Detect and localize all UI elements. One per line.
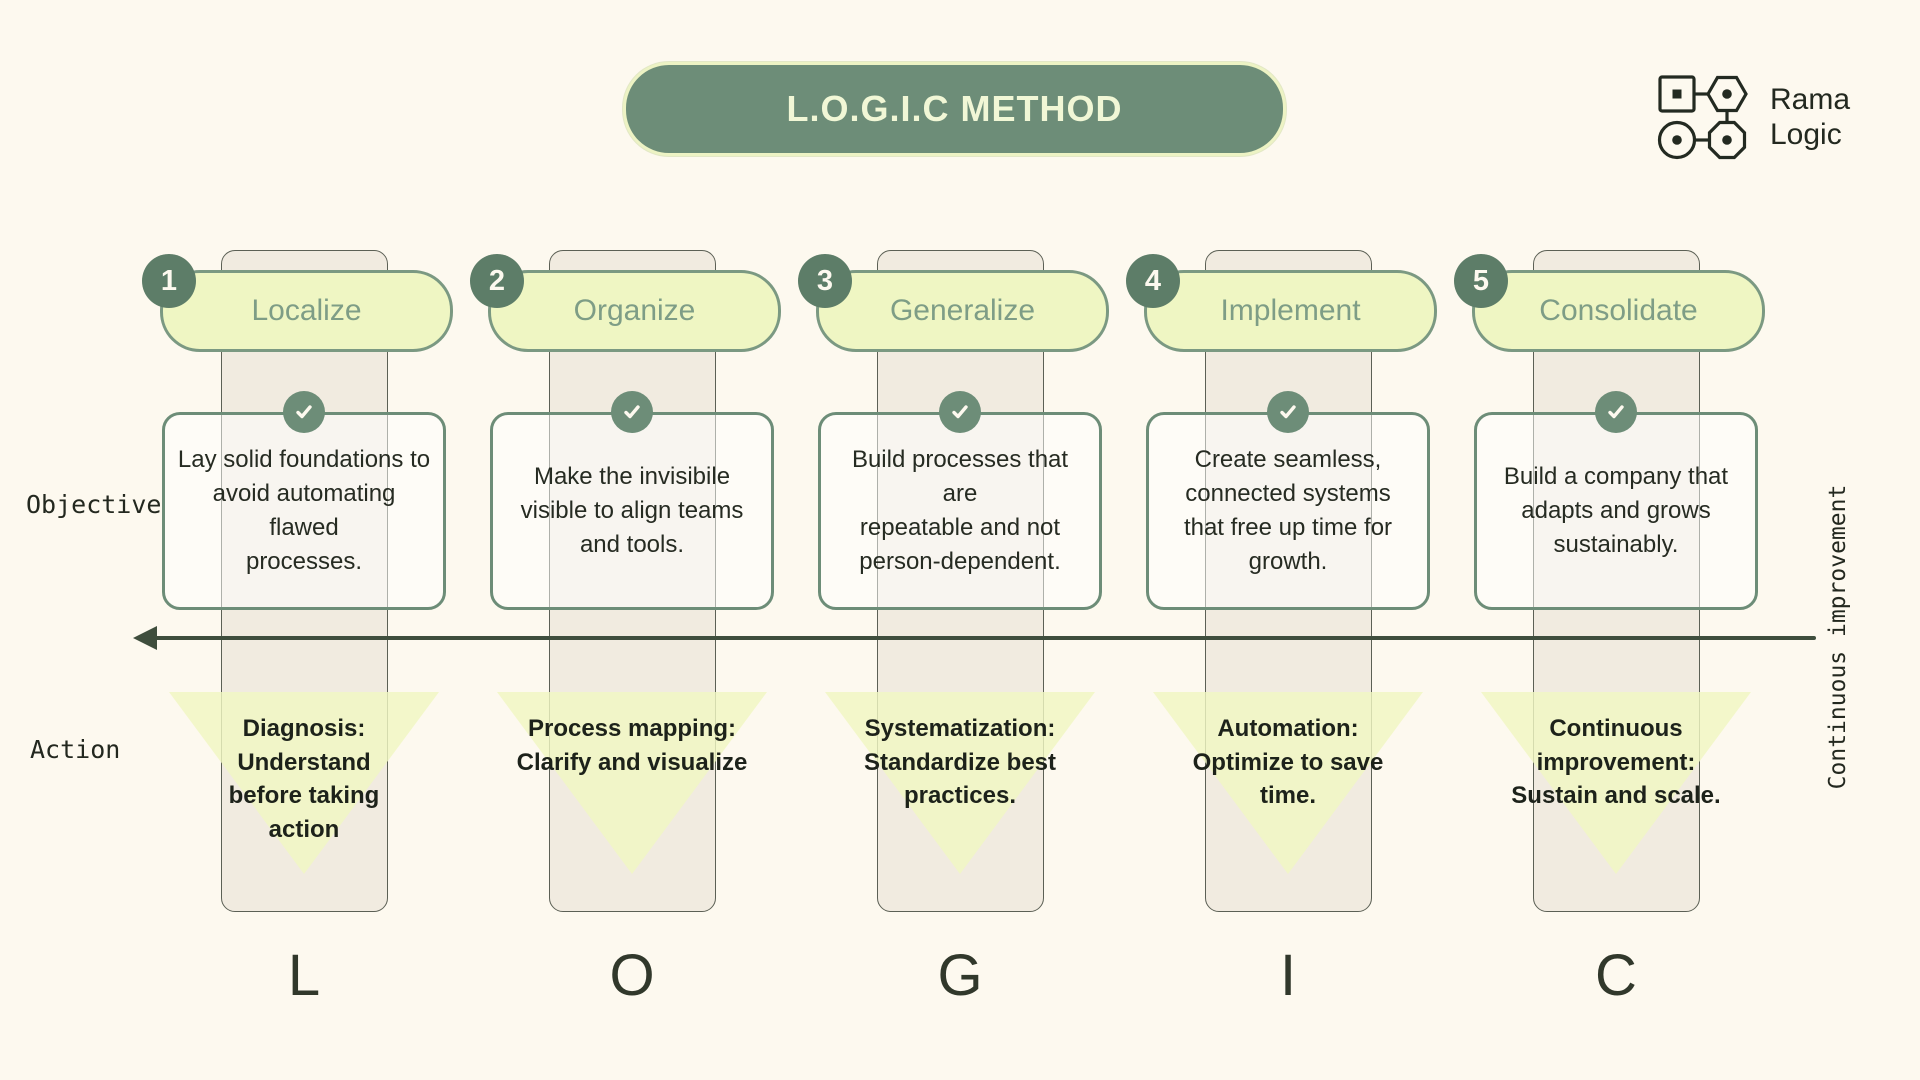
objective-card: Make the invisibile visible to align tea…	[490, 412, 774, 610]
page-title: L.O.G.I.C METHOD	[786, 88, 1123, 129]
objective-card: Build processes that are repeatable and …	[818, 412, 1102, 610]
step-name-pill: Organize	[488, 270, 781, 352]
step-number: 5	[1472, 264, 1490, 297]
funnel-triangle-icon	[1481, 692, 1751, 874]
network-shapes-logo-icon	[1656, 70, 1756, 164]
step-name-pill: Consolidate	[1472, 270, 1765, 352]
step-number: 1	[160, 264, 178, 297]
row-label-objective: Objective	[26, 490, 162, 519]
brand-name: Rama Logic	[1770, 82, 1850, 152]
check-circle-icon	[1595, 391, 1637, 433]
action-text: Process mapping: Clarify and visualize	[516, 715, 748, 776]
step-letter: O	[609, 943, 655, 1008]
step-name: Localize	[251, 294, 362, 327]
objective-card: Build a company that adapts and grows su…	[1474, 412, 1758, 610]
step-number-badge: 2	[470, 254, 524, 308]
step-number-badge: 4	[1126, 254, 1180, 308]
flow-arrow-line	[152, 636, 1816, 640]
method-column-consolidate: Consolidate 5 Build a company that adapt…	[1454, 0, 1776, 1080]
objective-card: Lay solid foundations to avoid automatin…	[162, 412, 446, 610]
step-name-pill: Implement	[1144, 270, 1437, 352]
step-number: 2	[488, 264, 506, 297]
step-letter: I	[1279, 943, 1297, 1008]
funnel-triangle-icon	[169, 692, 439, 874]
objective-text: Build a company that adapts and grows su…	[1503, 462, 1729, 559]
step-number: 4	[1144, 264, 1162, 297]
step-number-badge: 3	[798, 254, 852, 308]
brand-name-line2: Logic	[1770, 118, 1842, 151]
step-letter: L	[287, 943, 321, 1008]
check-circle-icon	[283, 391, 325, 433]
step-name: Generalize	[889, 294, 1036, 327]
funnel-triangle-icon	[1153, 692, 1423, 874]
funnel-triangle-icon	[825, 692, 1095, 874]
objective-text: Make the invisibile visible to align tea…	[520, 462, 744, 559]
step-letter: C	[1595, 943, 1637, 1008]
objective-text: Create seamless, connected systems that …	[1183, 445, 1393, 576]
action-text: Continuous improvement: Sustain and scal…	[1511, 715, 1721, 810]
step-letter: G	[937, 943, 983, 1008]
step-name: Organize	[573, 294, 696, 327]
method-column-implement: Implement 4 Create seamless, connected s…	[1126, 0, 1448, 1080]
check-circle-icon	[939, 391, 981, 433]
objective-text: Build processes that are repeatable and …	[851, 445, 1069, 576]
objective-text: Lay solid foundations to avoid automatin…	[177, 445, 431, 576]
title-pill: L.O.G.I.C METHOD	[623, 62, 1286, 156]
check-circle-icon	[611, 391, 653, 433]
step-number-badge: 5	[1454, 254, 1508, 308]
step-name-pill: Localize	[160, 270, 453, 352]
funnel-triangle-icon	[497, 692, 767, 874]
arrow-left-icon	[133, 626, 157, 650]
check-circle-icon	[1267, 391, 1309, 433]
row-label-action: Action	[30, 735, 121, 764]
action-text: Diagnosis: Understand before taking acti…	[228, 715, 380, 843]
brand-name-line1: Rama	[1770, 82, 1851, 116]
step-number-badge: 1	[142, 254, 196, 308]
method-column-generalize: Generalize 3 Build processes that are re…	[798, 0, 1120, 1080]
method-column-localize: Localize 1 Lay solid foundations to avoi…	[142, 0, 464, 1080]
side-label-continuous-improvement: Continuous improvement	[1825, 484, 1851, 790]
brand: Rama Logic	[1656, 70, 1850, 164]
step-number: 3	[816, 264, 834, 297]
action-text: Systematization: Standardize best practi…	[863, 715, 1057, 810]
action-text: Automation: Optimize to save time.	[1192, 715, 1384, 810]
step-name: Consolidate	[1539, 294, 1698, 327]
method-column-organize: Organize 2 Make the invisibile visible t…	[470, 0, 792, 1080]
step-name-pill: Generalize	[816, 270, 1109, 352]
step-name: Implement	[1220, 294, 1361, 327]
objective-card: Create seamless, connected systems that …	[1146, 412, 1430, 610]
